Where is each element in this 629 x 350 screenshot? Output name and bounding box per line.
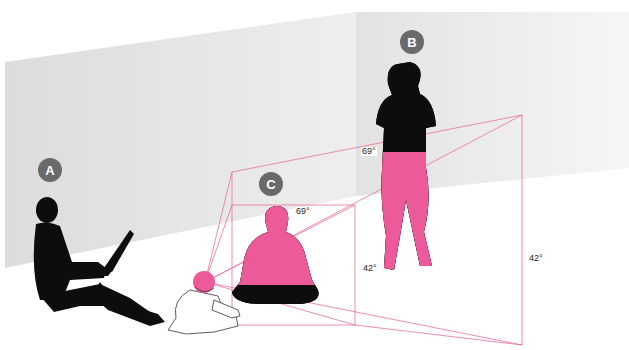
callout-letter: B: [407, 36, 416, 49]
callout-circle: B: [400, 30, 424, 54]
callout-circle: A: [38, 158, 62, 182]
callout-letter: C: [266, 178, 275, 191]
angle-label: 42°: [362, 264, 378, 273]
angle-label: 69°: [295, 207, 311, 216]
callout-circle: C: [259, 172, 283, 196]
callout-letter: A: [45, 164, 54, 177]
angle-label: 69°: [361, 147, 377, 156]
angle-label: 42°: [528, 254, 544, 263]
